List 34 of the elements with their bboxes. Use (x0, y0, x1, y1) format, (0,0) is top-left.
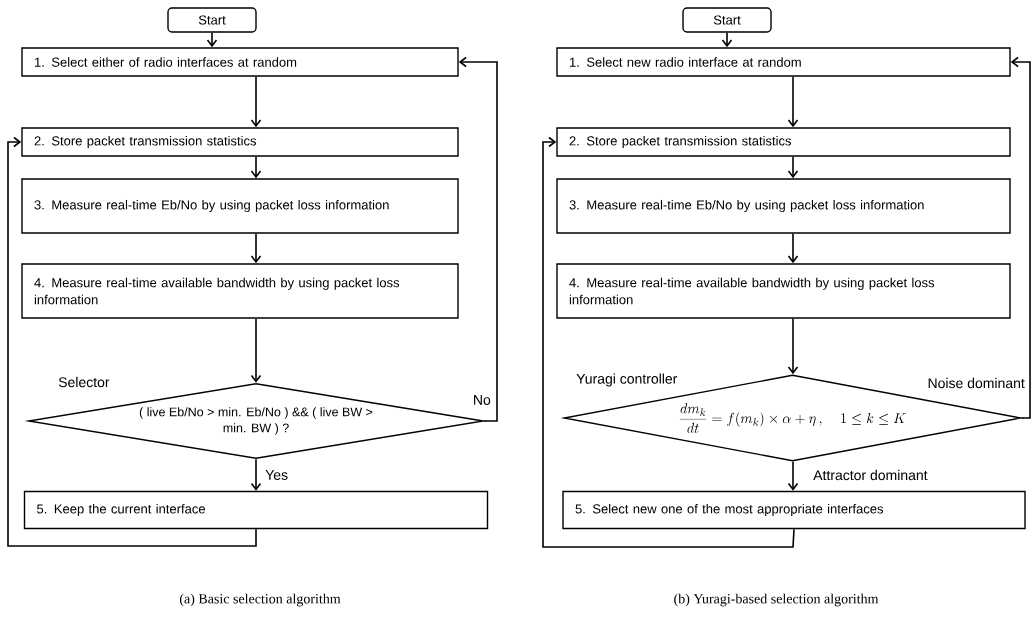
arrow (721, 31, 733, 48)
process-box: 1. Select either of radio interfaces at random (21, 47, 459, 77)
arrow (787, 75, 799, 128)
process-box: 1. Select new radio interface at random (556, 47, 1011, 77)
arrow (1010, 56, 1031, 419)
arrow (250, 232, 262, 264)
process-box: 3. Measure real-time Eb/No by using packet loss information (556, 178, 1011, 234)
process-box: 3. Measure real-time Eb/No by using packet loss information (21, 178, 459, 234)
start-box: Start (167, 7, 257, 33)
process-box: 2. Store packet transmission statistics (556, 127, 1011, 157)
figure-caption: (b) Yuragi-based selection algorithm (674, 593, 879, 607)
arrow (787, 317, 799, 375)
process-box: 2. Store packet transmission statistics (21, 127, 459, 157)
edge-label: Attractor dominant (812, 468, 929, 482)
edge-label: Noise dominant (926, 376, 1026, 390)
arrow (787, 232, 799, 264)
arrow (7, 136, 257, 547)
start-box: Start (682, 7, 772, 33)
arrow (250, 458, 262, 491)
arrow (206, 31, 218, 48)
process-box: 4. Measure real-time available bandwidth by using packet loss information (556, 263, 1011, 319)
arrow (787, 155, 799, 179)
process-box: 4. Measure real-time available bandwidth by using packet loss information (21, 263, 459, 319)
arrow (250, 317, 262, 383)
node-caption: Yuragi controller (576, 373, 678, 387)
edge-label: Yes (264, 469, 290, 481)
arrow (458, 56, 498, 422)
process-box: 5. Keep the current interface (23, 490, 489, 530)
arrow (787, 460, 799, 491)
process-box: 5. Select new one of the most appropriate interfaces (562, 490, 1026, 530)
arrow (250, 155, 262, 179)
arrow (250, 75, 262, 128)
figure-caption: (a) Basic selection algorithm (179, 593, 341, 607)
arrow (542, 136, 795, 548)
